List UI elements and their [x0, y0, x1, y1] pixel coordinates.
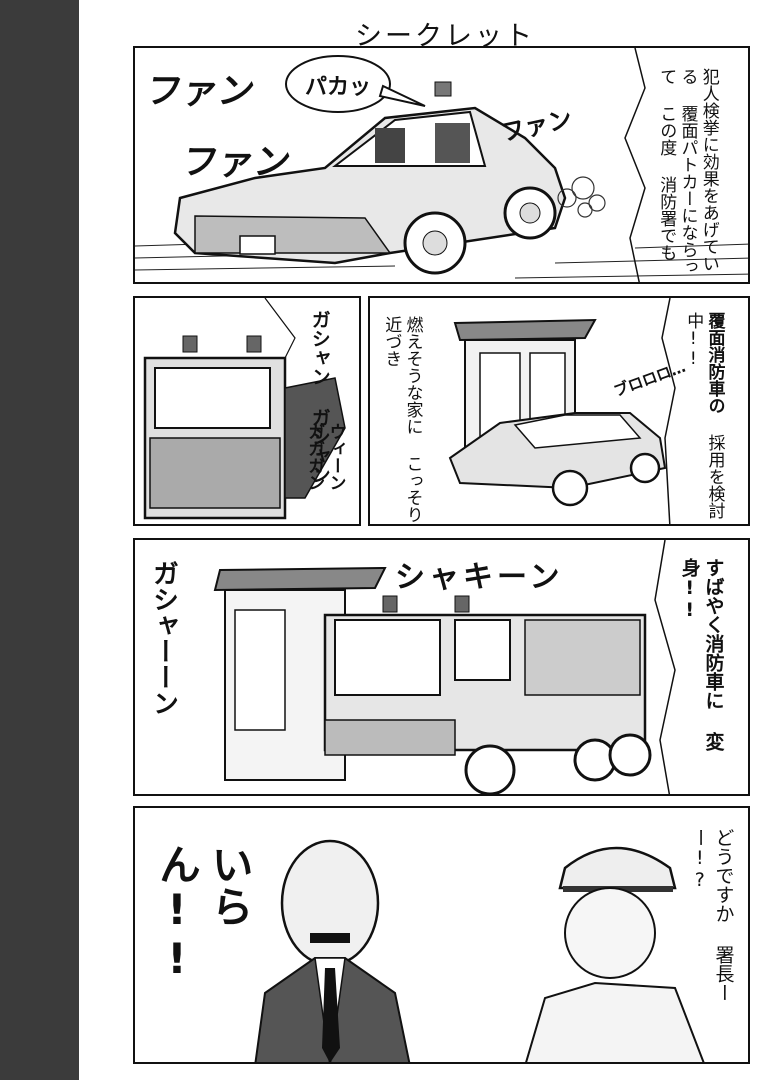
- sfx-line: ガシャン: [308, 408, 331, 484]
- narration-panel-2c: 覆面消防車の 採用を検討中!!: [682, 312, 725, 524]
- panel-4: いらん!! どうですか 署長ーー!?: [133, 806, 750, 1064]
- narration-line: こっそり近づき: [381, 316, 423, 523]
- sfx-line: ガシャン: [308, 310, 331, 386]
- fire-truck-illustration: [213, 540, 676, 794]
- narration-line: 覆面パトカーにならって: [656, 68, 698, 275]
- panel-2b: 燃えそうな家に こっそり近づき ブロロロ… 覆面消防車の 採用を検討中!!: [368, 296, 750, 526]
- sfx-fan-mid: ファン: [178, 142, 295, 183]
- narration-panel-2b: 燃えそうな家に こっそり近づき: [380, 316, 423, 524]
- chief-shout-iran: いらん!!: [152, 843, 255, 983]
- narration-line: すばやく消防車に: [702, 558, 725, 710]
- narration-line: 採用を検討中!!: [683, 312, 725, 519]
- narration-line: 燃えそうな家に: [402, 316, 423, 435]
- panel-3: シャキーン ガシャーーン すばやく消防車に 変身!!: [133, 538, 750, 796]
- sfx-gashaan: ガシャーーン: [148, 560, 179, 716]
- firefighter-speech: どうですか 署長ーー!?: [687, 828, 735, 1062]
- narration-line: 変身!!: [678, 558, 725, 751]
- speech-line: どうですか: [712, 828, 735, 923]
- speech-bubble-pakatsu: パカッ: [305, 75, 372, 100]
- chief-and-firefighter-illustration: [254, 839, 705, 1062]
- narration-line: 犯人検挙に効果をあげている: [677, 68, 719, 272]
- narration-panel-3: すばやく消防車に 変身!!: [677, 558, 725, 794]
- sfx-shakiin: シャキーン: [395, 560, 564, 595]
- house-and-car-illustration: [448, 298, 676, 524]
- sfx-gashan: ガシャン ガシャン: [307, 310, 331, 484]
- sfx-wiin: ウィーン ガガガン: [303, 423, 346, 524]
- sfx-line: ガガガン: [304, 423, 325, 491]
- left-gutter: [0, 0, 79, 1080]
- transforming-truck-illustration: [143, 298, 346, 520]
- narration-line: 覆面消防車の: [704, 312, 725, 414]
- panel-2a: ガシャン ガシャン ウィーン ガガガン: [133, 296, 361, 526]
- panel-1: ファン ファン ファン パカッ 犯人検挙に効果をあげている 覆面パトカーにならっ…: [133, 46, 750, 284]
- police-car-illustration: [135, 48, 748, 282]
- narration-panel-1: 犯人検挙に効果をあげている 覆面パトカーにならって この度 消防署でも: [655, 68, 719, 278]
- sfx-line: ウィーン: [325, 423, 346, 491]
- narration-line: この度 消防署でも: [656, 105, 677, 261]
- speech-line: 署長ーー!?: [688, 828, 735, 1002]
- sfx-fan-top: ファン: [142, 71, 259, 112]
